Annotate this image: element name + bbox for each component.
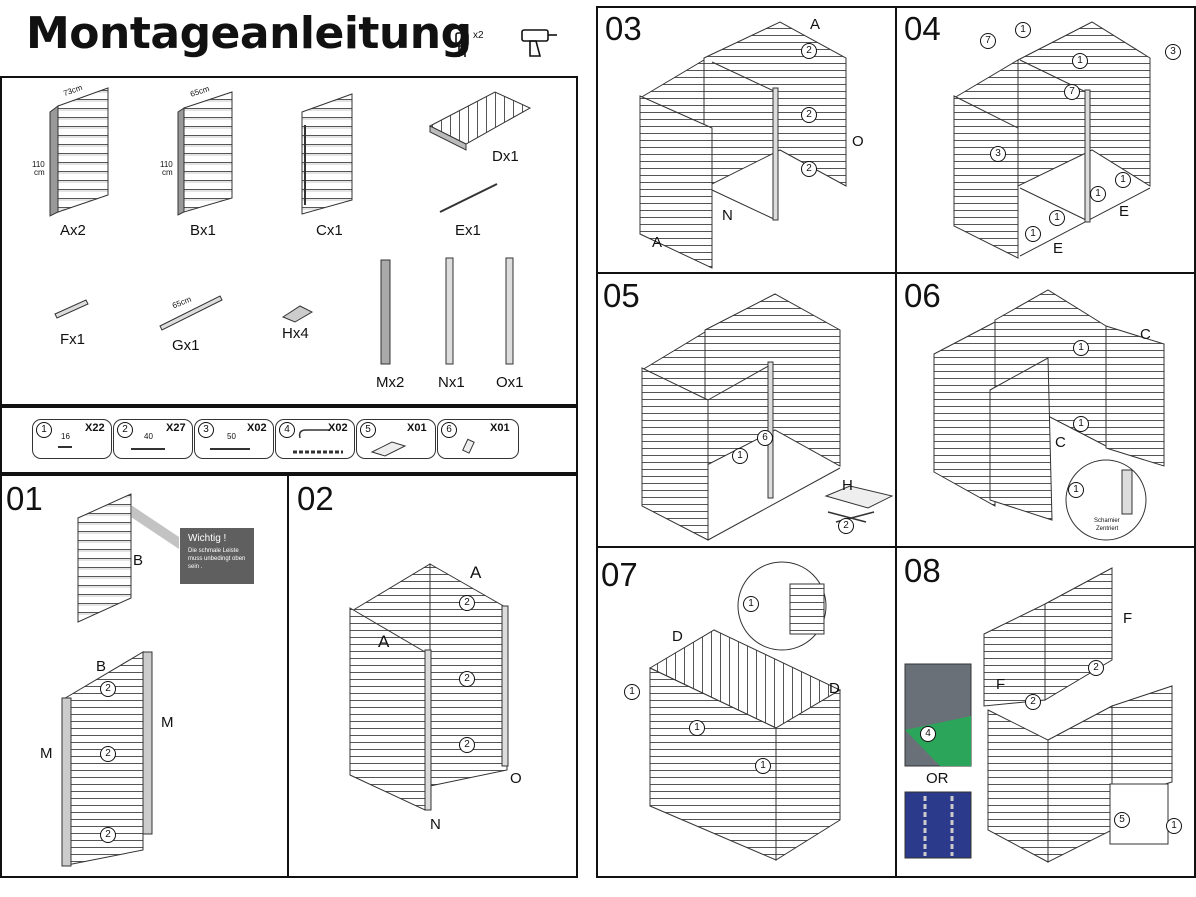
part-o-drawing <box>505 257 514 365</box>
step06-label-c-right: C <box>1140 326 1151 343</box>
part-h-drawing <box>281 305 314 323</box>
part-d-label: Dx1 <box>492 148 519 165</box>
persons-count: x2 <box>473 30 484 41</box>
step07-label-d-left: D <box>672 628 683 645</box>
hardware-panel <box>0 406 578 474</box>
step08-label-f-left: F <box>996 676 1006 693</box>
part-a-height-unit: cm <box>34 168 45 177</box>
part-b-height: 110 <box>160 160 173 169</box>
hardware-item-4: 4 X02 <box>275 419 355 459</box>
step06-drawing <box>933 289 1165 541</box>
step03-label-a-top: A <box>810 16 821 33</box>
step02-label-a-back: A <box>470 563 482 582</box>
hardware-item-2: 2 40 X27 <box>113 419 193 459</box>
part-a-height: 110 <box>32 160 45 169</box>
page-title: Montageanleitung <box>26 8 472 59</box>
step01-label-m-left: M <box>40 745 53 762</box>
step07-panel <box>596 546 897 878</box>
part-c-drawing <box>301 93 353 215</box>
step01-label-b-top: B <box>133 552 144 569</box>
part-f-drawing <box>54 299 89 319</box>
step07-label-d-right: D <box>829 680 840 697</box>
step06-label-c-front: C <box>1055 434 1066 451</box>
part-a-label: Ax2 <box>60 222 86 239</box>
step01-label-m-right: M <box>161 714 174 731</box>
part-f-label: Fx1 <box>60 331 86 348</box>
part-b-label: Bx1 <box>190 222 216 239</box>
part-o-label: Ox1 <box>496 374 524 391</box>
step07-number: 07 <box>601 556 638 593</box>
step02-panel <box>287 474 578 878</box>
step06-detail-label-a: Scharnier <box>1094 518 1120 524</box>
step08-label-or: OR <box>926 770 949 787</box>
step01-label-b: B <box>96 658 107 675</box>
part-m-label: Mx2 <box>376 374 405 391</box>
step02-label-a-front: A <box>378 632 390 651</box>
part-n-label: Nx1 <box>438 374 465 391</box>
part-g-label: Gx1 <box>172 337 200 354</box>
part-h-label: Hx4 <box>282 325 309 342</box>
part-e-drawing <box>439 183 498 213</box>
step04-number: 04 <box>904 10 941 47</box>
part-g-drawing <box>159 295 223 331</box>
step06-detail-label-b: Zentriert <box>1096 526 1119 532</box>
step05-drawing <box>641 293 894 541</box>
step03-number: 03 <box>605 10 642 47</box>
step05-panel <box>596 272 897 548</box>
hardware-item-3: 3 50 X02 <box>194 419 274 459</box>
hardware-item-6: 6 X01 <box>437 419 519 459</box>
part-n-drawing <box>445 257 454 365</box>
step05-number: 05 <box>603 277 640 314</box>
step08-label-f-right: F <box>1123 610 1133 627</box>
parts-panel <box>0 76 578 406</box>
part-a-drawing <box>49 87 109 217</box>
step01-callout: Wichtig ! Die schmale Leiste muss unbedi… <box>180 528 254 584</box>
part-c-label: Cx1 <box>316 222 343 239</box>
hardware-item-1: 1 16 X22 <box>32 419 112 459</box>
part-d-drawing <box>428 91 532 151</box>
step02-number: 02 <box>297 480 334 517</box>
step08-number: 08 <box>904 552 941 589</box>
hardware-drawings <box>58 429 475 457</box>
step04-drawing <box>953 21 1151 259</box>
step02-label-n: N <box>430 816 441 833</box>
part-m-drawing <box>380 259 391 365</box>
step03-label-a: A <box>652 234 663 251</box>
part-b-height-unit: cm <box>162 168 173 177</box>
step07-drawing <box>648 561 842 861</box>
step04-label-e-front: E <box>1053 240 1064 257</box>
step03-drawing <box>639 21 847 269</box>
step02-label-o: O <box>510 770 522 787</box>
part-b-drawing <box>177 91 233 216</box>
step06-number: 06 <box>904 277 941 314</box>
step04-label-e-right: E <box>1119 203 1130 220</box>
hardware-item-5: 5 X01 <box>356 419 436 459</box>
step01-number: 01 <box>6 480 43 517</box>
step03-label-o: O <box>852 133 864 150</box>
part-e-label: Ex1 <box>455 222 481 239</box>
step05-label-h: H <box>842 477 853 494</box>
person-icon <box>455 23 469 57</box>
drill-icon <box>521 29 557 57</box>
step03-label-n: N <box>722 207 733 224</box>
step08-panel <box>895 546 1196 878</box>
